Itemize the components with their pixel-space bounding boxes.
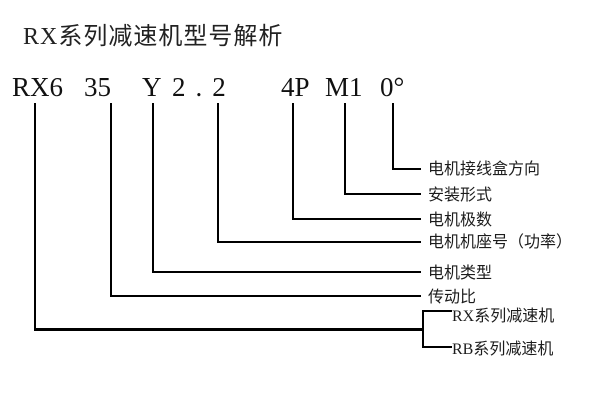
leader-vline-motor-type bbox=[152, 103, 154, 273]
code-segment-mounting: M1 bbox=[325, 72, 363, 102]
leader-hline-mounting bbox=[344, 193, 421, 195]
code-segment-motor-type: Y bbox=[142, 72, 162, 102]
series-bracket-vline bbox=[422, 310, 424, 348]
leader-hline-series-main bbox=[34, 328, 424, 331]
leader-vline-frame-power bbox=[217, 103, 219, 243]
label-motor-type: 电机类型 bbox=[428, 265, 493, 282]
label-poles: 电机极数 bbox=[428, 212, 493, 229]
leader-hline-junction-box bbox=[392, 168, 421, 170]
label-junction-box: 电机接线盒方向 bbox=[428, 161, 541, 178]
leader-vline-ratio bbox=[110, 103, 112, 297]
series-bracket-top-hline bbox=[422, 310, 452, 312]
code-segment-frame-power: 2.2 bbox=[172, 72, 236, 102]
leader-vline-poles bbox=[292, 103, 294, 220]
label-mounting: 安装形式 bbox=[428, 187, 493, 204]
leader-hline-poles bbox=[292, 218, 421, 220]
code-segment-poles: 4P bbox=[281, 72, 310, 102]
series-bracket-bottom-hline bbox=[422, 346, 452, 348]
leader-hline-motor-type bbox=[152, 271, 421, 273]
code-segment-series-prefix: RX6 bbox=[12, 72, 64, 102]
leader-hline-frame-power bbox=[217, 241, 421, 243]
code-segment-junction-angle: 0° bbox=[380, 72, 405, 102]
leader-vline-series-prefix bbox=[34, 103, 36, 330]
diagram-title: RX系列减速机型号解析 bbox=[23, 24, 284, 50]
leader-vline-junction-angle bbox=[392, 103, 394, 170]
label-ratio: 传动比 bbox=[428, 289, 477, 306]
label-frame-power: 电机机座号（功率） bbox=[428, 234, 573, 251]
label-rx-series: RX系列减速机 bbox=[452, 308, 555, 325]
label-rb-series: RB系列减速机 bbox=[452, 341, 554, 358]
leader-hline-ratio bbox=[110, 295, 421, 297]
leader-vline-mounting bbox=[344, 103, 346, 195]
code-segment-ratio: 35 bbox=[84, 72, 111, 102]
